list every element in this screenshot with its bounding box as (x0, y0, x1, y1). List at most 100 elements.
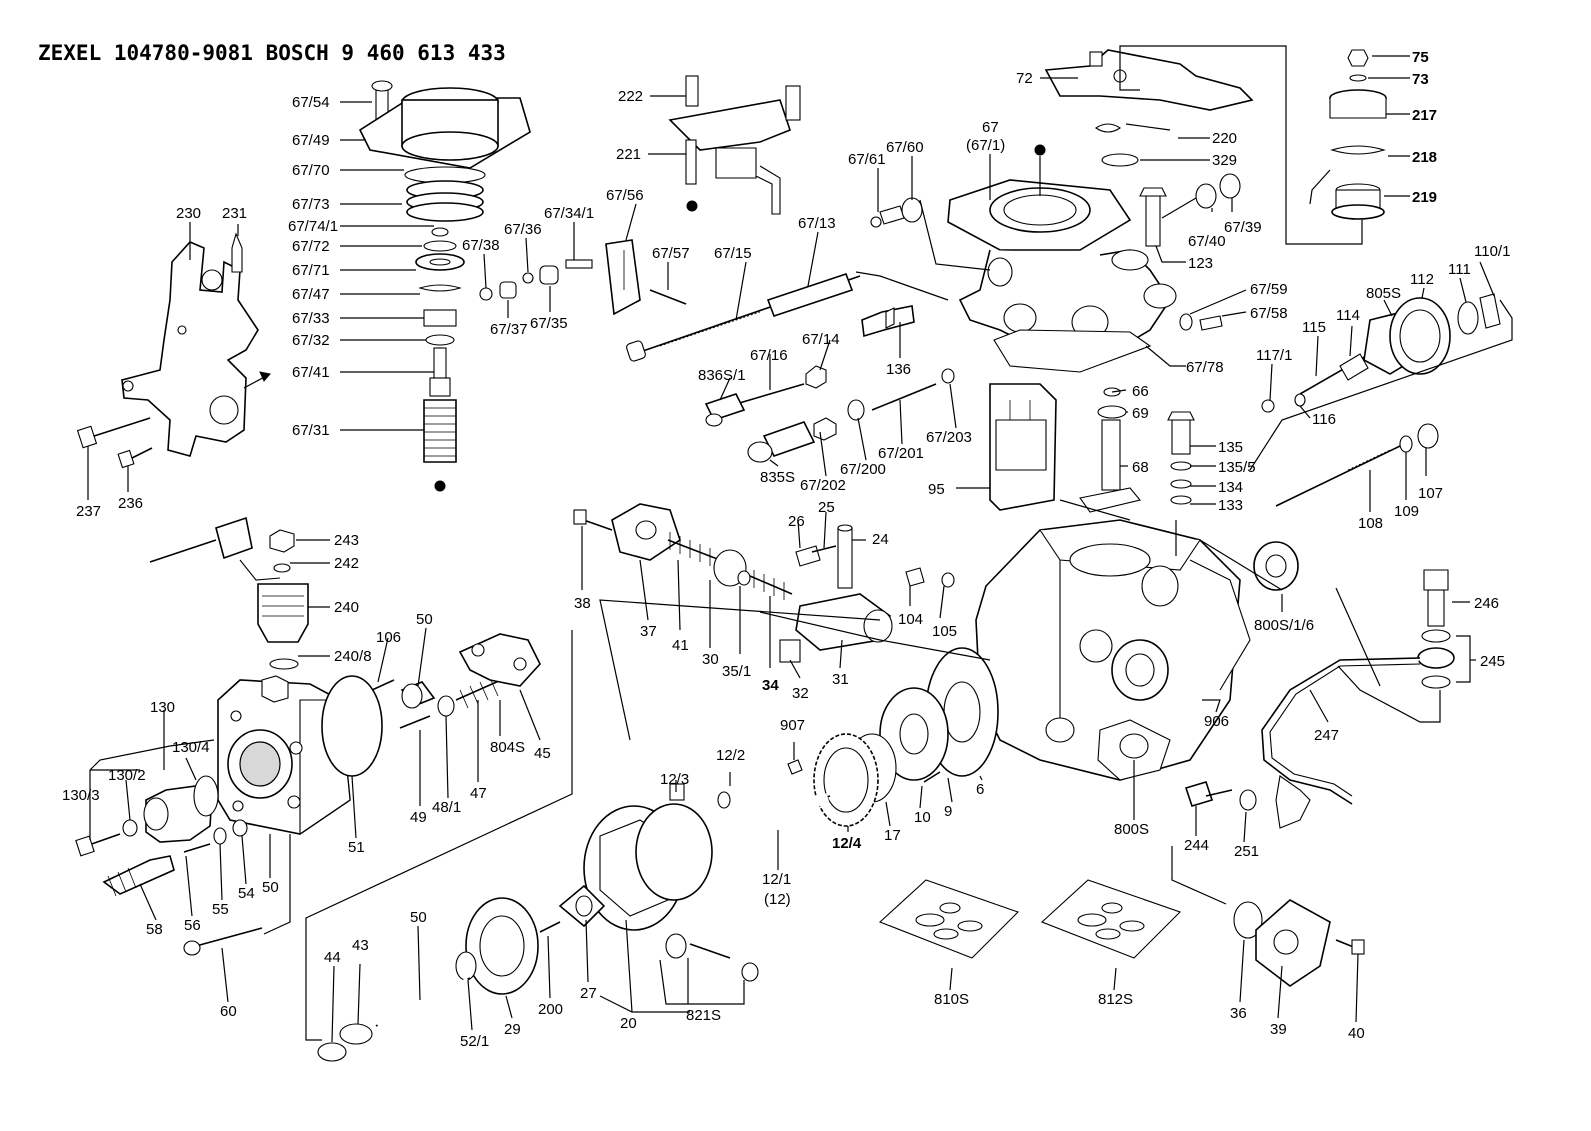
label-130-2: 130/2 (108, 767, 146, 784)
label-67-59: 67/59 (1250, 281, 1288, 298)
label-123: 123 (1188, 255, 1213, 272)
label-805s: 805S (1366, 285, 1401, 302)
label-111: 111 (1448, 261, 1471, 278)
label-133: 133 (1218, 497, 1243, 514)
bracket-230 (121, 232, 259, 457)
label-244: 244 (1184, 837, 1209, 854)
label-73: 73 (1412, 71, 1429, 88)
label-47: 47 (470, 785, 487, 802)
label-67-73: 67/73 (292, 196, 330, 213)
label-67-56: 67/56 (606, 187, 644, 204)
label-109: 109 (1394, 503, 1419, 520)
label-243: 243 (334, 532, 359, 549)
label-67-72: 67/72 (292, 238, 330, 255)
label-231: 231 (222, 205, 247, 222)
label-108: 108 (1358, 515, 1383, 532)
label-67-49: 67/49 (292, 132, 330, 149)
label-67-39: 67/39 (1224, 219, 1262, 236)
label-20: 20 (620, 1015, 637, 1032)
label-32: 32 (792, 685, 809, 702)
label-67-14: 67/14 (802, 331, 840, 348)
label-67-13: 67/13 (798, 215, 836, 232)
label-36: 36 (1230, 1005, 1247, 1022)
label-67-41: 67/41 (292, 364, 330, 381)
drive-gear (813, 733, 879, 827)
part-labels: 67/54 67/49 67/70 67/73 67/74/1 67/72 67… (62, 49, 1510, 1050)
label-56: 56 (184, 917, 201, 934)
label-107: 107 (1418, 485, 1443, 502)
label-17: 17 (884, 827, 901, 844)
label-67-34-1: 67/34/1 (544, 205, 594, 222)
label-50b: 50 (262, 879, 279, 896)
label-219: 219 (1412, 189, 1437, 206)
label-67-200: 67/200 (840, 461, 886, 478)
label-135-5: 135/5 (1218, 459, 1256, 476)
label-112: 112 (1410, 271, 1434, 288)
label-329: 329 (1212, 152, 1237, 169)
label-12-1: 12/1 (762, 871, 791, 888)
label-45: 45 (534, 745, 551, 762)
label-10: 10 (914, 809, 931, 826)
label-72: 72 (1016, 70, 1033, 87)
label-67-32: 67/32 (292, 332, 330, 349)
label-34: 34 (762, 677, 779, 694)
label-67: 67 (982, 119, 999, 136)
label-67-58: 67/58 (1250, 305, 1288, 322)
governor-cover-67 (947, 144, 1177, 361)
label-6: 6 (976, 781, 984, 798)
label-50a: 50 (416, 611, 433, 628)
label-130-3: 130/3 (62, 787, 100, 804)
label-245: 245 (1480, 653, 1505, 670)
label-39: 39 (1270, 1021, 1287, 1038)
label-242: 242 (334, 555, 359, 572)
label-105: 105 (932, 623, 957, 640)
label-43: 43 (352, 937, 369, 954)
label-116: 116 (1312, 411, 1336, 428)
label-24: 24 (872, 531, 889, 548)
label-67-36: 67/36 (504, 221, 542, 238)
label-106: 106 (376, 629, 401, 646)
label-67-61: 67/61 (848, 151, 886, 168)
label-812s: 812S (1098, 991, 1133, 1008)
label-67-33: 67/33 (292, 310, 330, 327)
label-68: 68 (1132, 459, 1149, 476)
label-130: 130 (150, 699, 175, 716)
diagram-title: ZEXEL 104780-9081 BOSCH 9 460 613 433 (38, 41, 506, 65)
label-44: 44 (324, 949, 341, 966)
label-95: 95 (928, 481, 945, 498)
label-67-1: (67/1) (966, 137, 1005, 154)
label-821s: 821S (686, 1007, 721, 1024)
label-38: 38 (574, 595, 591, 612)
label-135: 135 (1218, 439, 1243, 456)
label-246: 246 (1474, 595, 1499, 612)
label-240: 240 (334, 599, 359, 616)
label-49: 49 (410, 809, 427, 826)
label-67-57: 67/57 (652, 245, 690, 262)
label-67-47: 67/47 (292, 286, 330, 303)
label-114: 114 (1336, 307, 1360, 324)
lever-assembly-221 (668, 75, 801, 215)
label-110-1: 110/1 (1474, 243, 1510, 260)
label-67-71: 67/71 (292, 262, 330, 279)
label-12-2: 12/2 (716, 747, 745, 764)
label-51: 51 (348, 839, 365, 856)
pump-housing (975, 519, 1251, 781)
label-27: 27 (580, 985, 597, 1002)
leader-lines (87, 45, 1513, 1043)
label-230: 230 (176, 205, 201, 222)
label-29: 29 (504, 1021, 521, 1038)
label-67-35: 67/35 (530, 315, 568, 332)
label-9: 9 (944, 803, 952, 820)
label-200: 200 (538, 1001, 563, 1018)
label-12: (12) (764, 891, 791, 908)
label-55: 55 (212, 901, 229, 918)
label-236: 236 (118, 495, 143, 512)
label-237: 237 (76, 503, 101, 520)
label-810s: 810S (934, 991, 969, 1008)
label-104: 104 (898, 611, 923, 628)
label-67-201: 67/201 (878, 445, 924, 462)
roller-ring (583, 803, 713, 931)
part-illustrations (75, 49, 1501, 1062)
label-240-8: 240/8 (334, 648, 372, 665)
